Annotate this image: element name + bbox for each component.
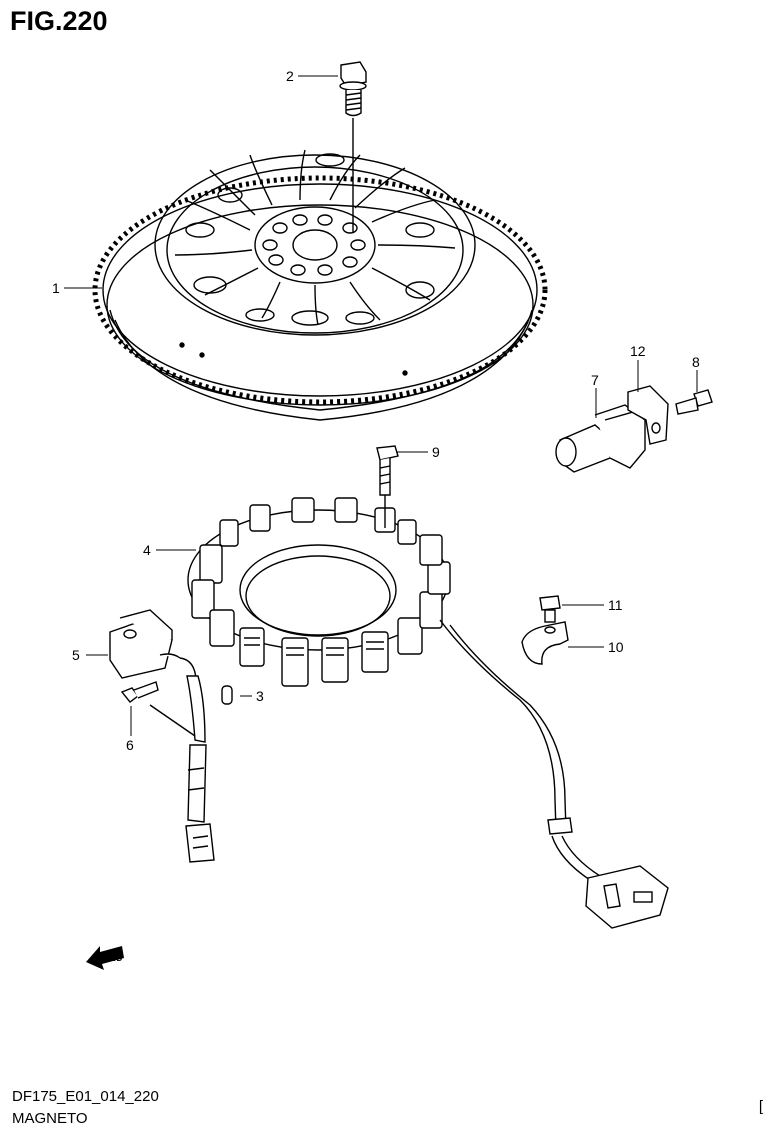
callout-12: 12 — [630, 343, 646, 359]
bracket-bolt — [675, 389, 713, 415]
flywheel-rotor — [92, 149, 548, 421]
pulser-screw — [120, 681, 159, 703]
figure-name: MAGNETO — [12, 1110, 88, 1127]
stator-lead-left — [149, 704, 215, 863]
callout-10: 10 — [608, 639, 624, 655]
callout-1: 1 — [52, 280, 60, 296]
callout-2: 2 — [286, 68, 294, 84]
callout-5: 5 — [72, 647, 80, 663]
clamp-bolt — [539, 595, 561, 623]
callout-8: 8 — [692, 354, 700, 370]
dowel-pin — [221, 685, 233, 705]
callout-3: 3 — [256, 688, 264, 704]
lead-clamp — [521, 621, 569, 665]
figure-title: FIG.220 — [10, 6, 108, 36]
callout-4: 4 — [143, 542, 151, 558]
stator-lead-right — [439, 619, 669, 929]
sensor-bracket — [627, 385, 669, 445]
callout-9: 9 — [432, 444, 440, 460]
fwd-label: FWD — [104, 954, 122, 963]
callout-6: 6 — [126, 737, 134, 753]
crank-position-sensor — [555, 404, 646, 473]
stator-bolt — [376, 445, 399, 528]
callout-11: 11 — [608, 597, 623, 613]
leader-lines — [64, 75, 698, 736]
page-mark: [ — [758, 1098, 763, 1115]
pulser-coil — [109, 609, 206, 743]
fwd-arrow-icon: FWD — [86, 946, 124, 970]
stator-coil — [187, 497, 451, 687]
figure-code: DF175_E01_014_220 — [12, 1088, 159, 1105]
flywheel-bolt — [339, 61, 367, 232]
callout-7: 7 — [591, 372, 599, 388]
